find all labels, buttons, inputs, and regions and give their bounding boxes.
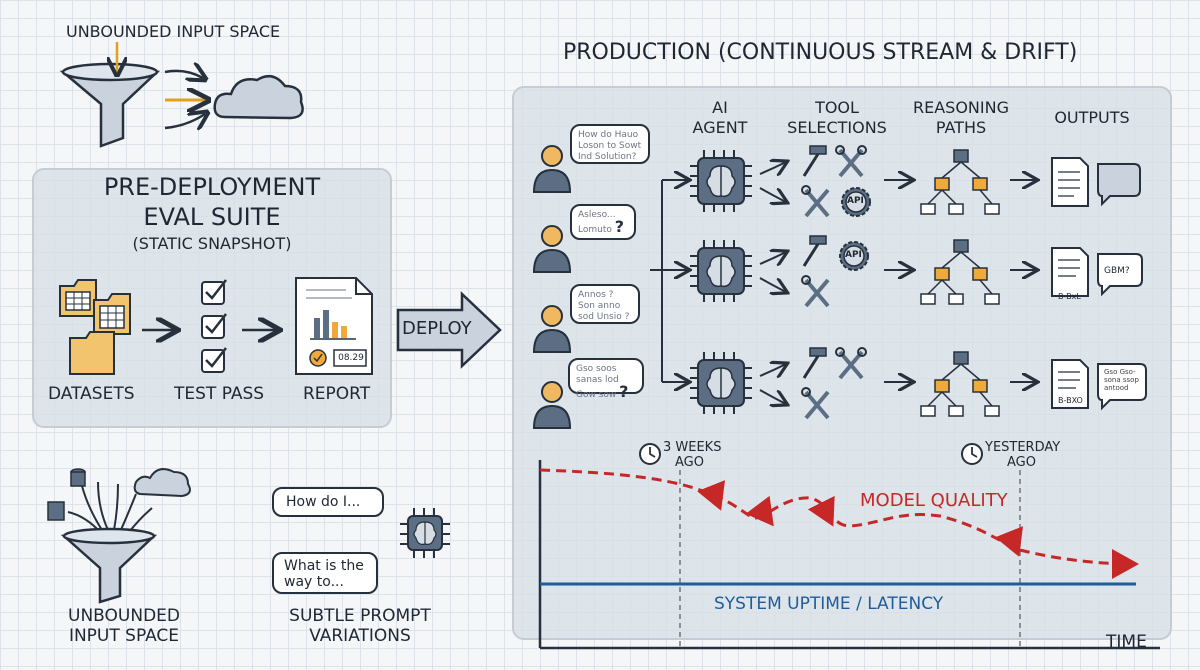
funnel-cloud-illustration-top — [59, 42, 304, 148]
output-chat-icon — [1097, 363, 1147, 411]
col-agent-line2: AGENT — [692, 118, 748, 137]
user-bubble-4: Gso soos sanas lod Gow sow ? — [568, 358, 644, 400]
wrench-icon — [835, 145, 867, 178]
drift-timeline — [538, 443, 1160, 650]
eval-flow-illustration — [59, 277, 373, 375]
clock-icon — [639, 443, 661, 465]
cloud-icon — [213, 74, 304, 120]
output-document-icon — [1051, 247, 1089, 297]
dataset-folder-icon — [69, 331, 115, 375]
eval-suite-title-2: EVAL SUITE — [143, 203, 281, 231]
marker-3-weeks-line2: AGO — [675, 455, 704, 470]
funnel-illustration-bottom — [47, 468, 191, 604]
output-document-icon — [1051, 157, 1089, 207]
prompt-variation-bubble-1: How do I... — [272, 487, 384, 517]
user-bubble-2: Asleso... Lomuto ? — [570, 204, 636, 240]
output-doc-text-2: B-BxL — [1058, 292, 1081, 301]
user-icon — [532, 225, 572, 273]
cloud-icon — [133, 468, 191, 498]
api-badge-row2: API — [845, 250, 862, 260]
tools-cross-icon — [801, 275, 830, 308]
user-icon — [532, 381, 572, 429]
production-title: PRODUCTION (CONTINUOUS STREAM & DRIFT) — [563, 40, 1078, 65]
report-document-icon — [295, 277, 373, 375]
file-icon — [47, 501, 65, 521]
output-chat-icon — [1097, 163, 1141, 207]
report-date-stamp: 08.29 — [338, 353, 364, 363]
ai-agent-chip-icon — [690, 150, 752, 212]
marker-yesterday-line1: YESTERDAY — [985, 440, 1061, 455]
uptime-label: SYSTEM UPTIME / LATENCY — [714, 594, 944, 614]
hammer-icon — [802, 347, 827, 379]
model-quality-label: MODEL QUALITY — [860, 490, 1008, 511]
col-paths-line1: REASONING — [913, 98, 1009, 117]
bottom-input-line2: INPUT SPACE — [68, 626, 180, 646]
reasoning-tree-icon — [920, 351, 1000, 417]
database-icon — [70, 468, 86, 487]
checklist-icon — [201, 279, 227, 373]
ai-agent-chip-icon — [690, 240, 752, 302]
user-bubble-3: Annos ? Son anno sod Unsio ? — [570, 284, 640, 324]
pipeline-row-2 — [690, 235, 1143, 308]
clock-icon — [961, 443, 983, 465]
user-bubble-1: How do Hauo Loson to Sowt Ind Solution? — [570, 124, 650, 164]
marker-3-weeks-line1: 3 WEEKS — [663, 440, 722, 455]
dataset-folder-icon — [59, 279, 97, 317]
funnel-icon — [60, 527, 158, 604]
reasoning-tree-icon — [920, 149, 1000, 215]
time-axis-label: TIME — [1106, 632, 1147, 652]
datasets-label: DATASETS — [48, 384, 135, 404]
col-tools-line2: SELECTIONS — [787, 118, 887, 137]
ai-agent-chip-icon — [690, 352, 752, 414]
eval-suite-subtitle: (STATIC SNAPSHOT) — [132, 234, 292, 253]
pipeline-row-3 — [690, 347, 1147, 420]
hammer-icon — [802, 145, 827, 177]
eval-suite-title-1: PRE-DEPLOYMENT — [103, 173, 321, 201]
top-input-space-label: UNBOUNDED INPUT SPACE — [66, 22, 281, 41]
tools-cross-icon — [801, 185, 830, 218]
output-reply-text-2: GBM? — [1104, 266, 1130, 276]
col-paths-line2: PATHS — [935, 118, 987, 137]
user-icon — [532, 305, 572, 353]
model-quality-line — [539, 468, 1139, 579]
ai-chip-icon — [400, 508, 450, 558]
col-outputs: OUTPUTS — [1054, 108, 1130, 127]
bottom-input-line1: UNBOUNDED — [68, 606, 180, 626]
report-label: REPORT — [303, 384, 371, 404]
pipeline-row — [690, 145, 1141, 218]
api-gear-icon — [841, 187, 871, 217]
output-document-icon — [1051, 359, 1089, 409]
api-gear-icon — [839, 241, 869, 271]
deploy-label: DEPLOY — [402, 318, 472, 339]
output-chat-icon — [1097, 253, 1143, 297]
user-icon — [532, 145, 572, 193]
variations-line1: SUBTLE PROMPT — [289, 606, 431, 626]
production-pipeline — [650, 145, 1141, 430]
prompt-chip-illustration — [400, 508, 450, 558]
output-doc-text-3: B-BXO — [1058, 396, 1083, 405]
dataset-folder-icon — [93, 293, 131, 335]
reasoning-tree-icon — [920, 239, 1000, 305]
marker-yesterday-line2: AGO — [1007, 455, 1036, 470]
deploy-arrow — [396, 291, 502, 369]
api-badge-row1: API — [847, 196, 864, 206]
hammer-icon — [802, 235, 827, 267]
tools-cross-icon — [801, 387, 830, 420]
users-illustration — [532, 145, 572, 429]
col-agent-line1: AI — [712, 98, 728, 117]
test-pass-label: TEST PASS — [174, 384, 265, 404]
output-reply-text-3: Gso Gso- sona ssop antood — [1104, 368, 1139, 392]
funnel-icon — [59, 62, 161, 148]
col-tools-line1: TOOL — [815, 98, 859, 117]
variations-line2: VARIATIONS — [309, 626, 411, 646]
wrench-icon — [835, 347, 867, 380]
